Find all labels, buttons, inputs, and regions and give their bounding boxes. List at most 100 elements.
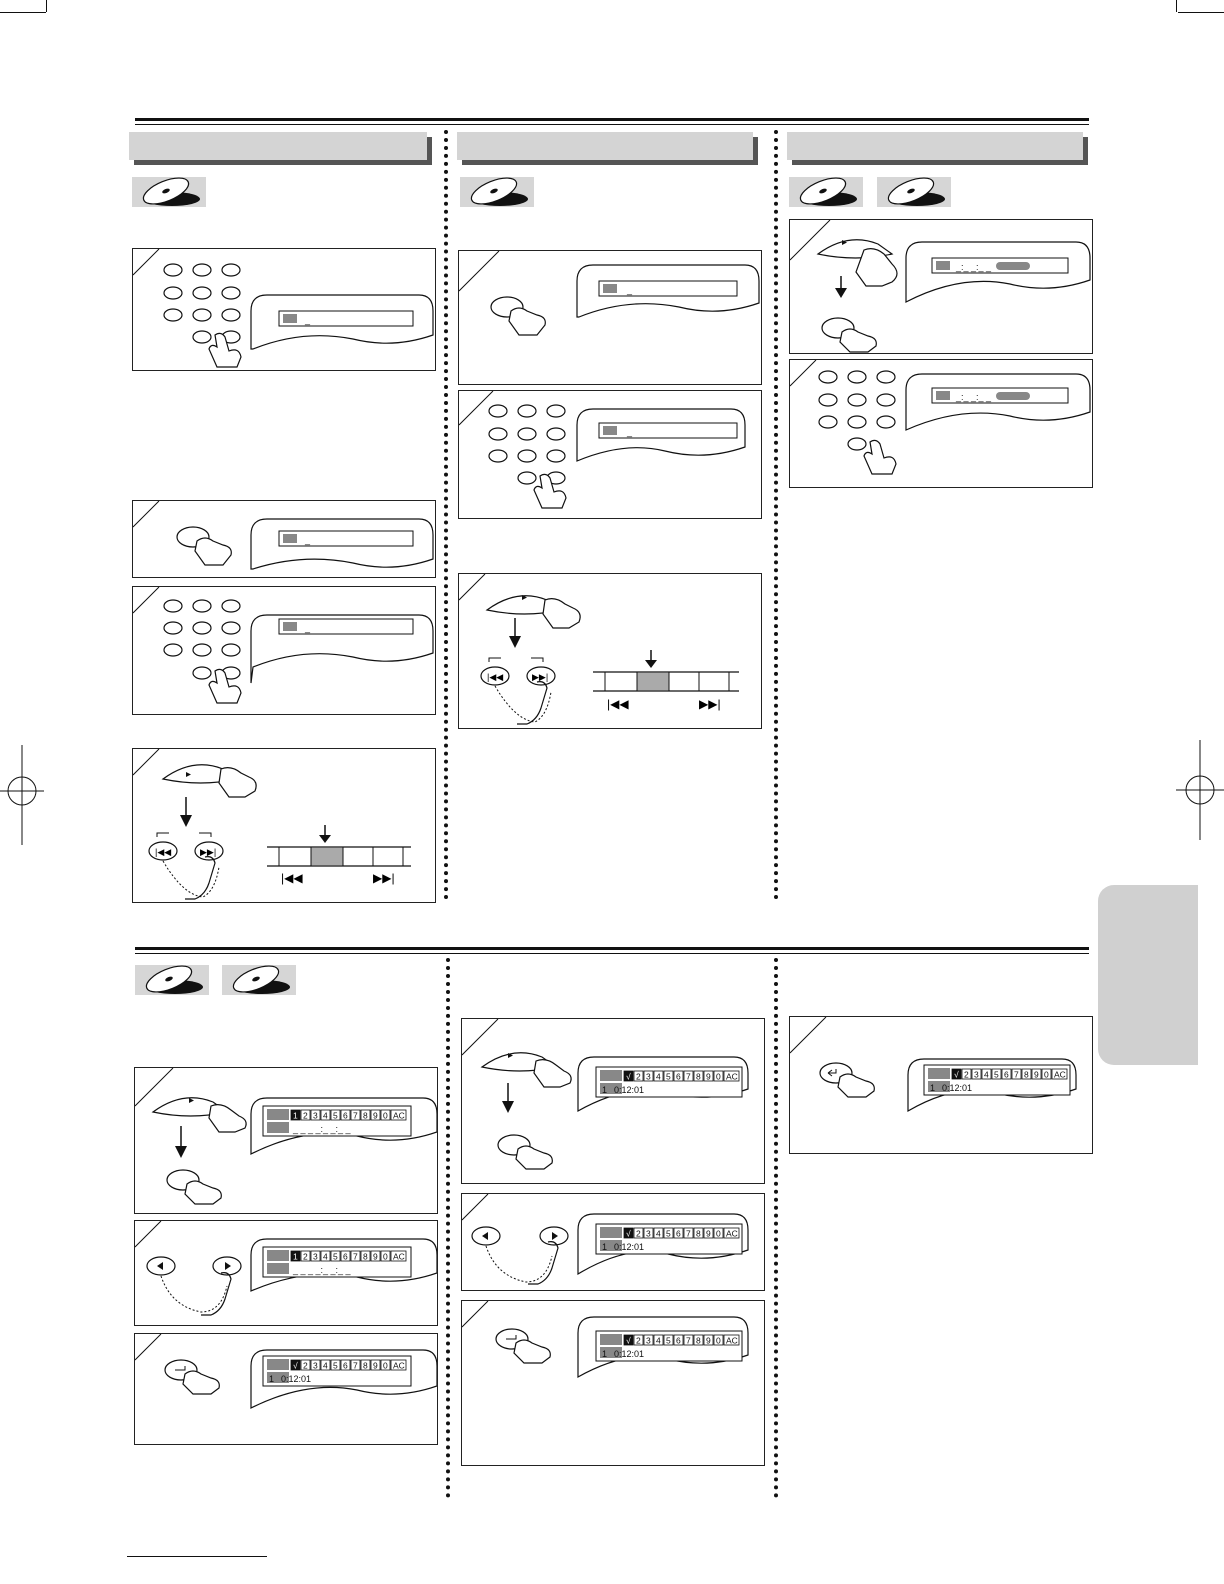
middle-rule (135, 947, 1089, 950)
ab-cell-box (350, 1359, 361, 1371)
svg-text:|◀◀: |◀◀ (281, 871, 303, 885)
ab-cell-box (643, 1227, 654, 1239)
ab-cell-box (623, 1070, 634, 1082)
disc-icon (222, 965, 296, 995)
disc-icon (460, 177, 534, 207)
side-tab (1098, 885, 1198, 1065)
ab-cell-label: 0 (383, 1111, 388, 1121)
crop-mark-tr-v (1176, 0, 1177, 12)
ab-cell-box (1051, 1068, 1068, 1080)
ab-cell-box (951, 1068, 962, 1080)
ab-cell-label: 3 (313, 1252, 318, 1262)
ab-cell-label: 5 (333, 1111, 338, 1121)
step-panel-play-button: _:_ _:_ _ (789, 219, 1093, 354)
ab-cell-box (663, 1334, 674, 1346)
ab-cell-box (673, 1070, 684, 1082)
svg-text:|◀◀: |◀◀ (607, 697, 629, 711)
ab-cell-label: 5 (333, 1252, 338, 1262)
ab-cell-box (320, 1250, 331, 1262)
osd-time-value: 0:12:01 (942, 1083, 972, 1093)
ab-cell-label: 8 (363, 1252, 368, 1262)
ab-cell-label: 3 (974, 1070, 979, 1080)
ab-cell-box (290, 1250, 301, 1262)
ab-cell-box (1041, 1068, 1052, 1080)
ab-cell-box (310, 1359, 321, 1371)
ab-cell-label: 7 (686, 1072, 691, 1082)
ab-cell-label: 4 (656, 1229, 661, 1239)
ab-cell-label: 6 (343, 1361, 348, 1371)
ab-cell-label: 4 (323, 1361, 328, 1371)
ab-cell-box (370, 1109, 381, 1121)
ab-cell-label: 2 (303, 1111, 308, 1121)
disc-icon (789, 177, 863, 207)
osd-time-value: 0:12:01 (614, 1242, 644, 1252)
ab-cell-box (370, 1250, 381, 1262)
svg-text:▶▶|: ▶▶| (699, 697, 721, 711)
ab-cell-label: 9 (706, 1336, 711, 1346)
disc-icon (877, 177, 951, 207)
ab-cell-label: 3 (313, 1111, 318, 1121)
ab-cell-label: 5 (666, 1229, 671, 1239)
ab-cell-label: 8 (1024, 1070, 1029, 1080)
ab-cell-box (673, 1334, 684, 1346)
ab-cell-label: 7 (353, 1361, 358, 1371)
ab-cell-box (1001, 1068, 1012, 1080)
ab-cell-box (643, 1334, 654, 1346)
crop-mark-tl-v (46, 0, 47, 12)
registration-mark-left (0, 745, 44, 845)
ab-cell-box (723, 1070, 740, 1082)
osd-input-dash: _ (626, 285, 633, 295)
ab-cell-box (330, 1250, 341, 1262)
ab-cell-box (713, 1070, 724, 1082)
osd-time-value: 0:12:01 (614, 1349, 644, 1359)
column-divider-top-1 (444, 130, 448, 900)
ab-cell-label: 0 (1044, 1070, 1049, 1080)
ab-cell-label: √ (626, 1229, 631, 1239)
crop-mark-tr-h (1178, 12, 1224, 13)
ab-cell-box (653, 1070, 664, 1082)
ab-cell-box (633, 1227, 644, 1239)
svg-text:▶▶|: ▶▶| (532, 672, 548, 682)
svg-text:|◀◀: |◀◀ (487, 672, 503, 682)
ab-cell-box (1021, 1068, 1032, 1080)
ab-cell-box (380, 1359, 391, 1371)
ab-cell-box (623, 1227, 634, 1239)
disc-icon (132, 177, 206, 207)
ab-cell-label: AC (726, 1229, 738, 1239)
ab-cell-label: 3 (646, 1229, 651, 1239)
ab-cell-label: 0 (383, 1361, 388, 1371)
step-panel-play-skip: |◀◀ ▶▶| |◀◀ ▶▶| (132, 748, 436, 903)
svg-text:▶▶|: ▶▶| (373, 871, 395, 885)
bottom-underline (127, 1556, 267, 1557)
ab-cell-box (713, 1334, 724, 1346)
ab-cell-label: √ (626, 1072, 631, 1082)
ab-cell-label: 7 (686, 1229, 691, 1239)
step-panel-keypad: _ (132, 586, 436, 715)
section-header-2 (457, 132, 753, 160)
ab-cell-label: 4 (656, 1072, 661, 1082)
ab-cell-box (340, 1359, 351, 1371)
ab-cell-box (300, 1109, 311, 1121)
ab-cell-label: 6 (676, 1336, 681, 1346)
ab-cell-label: 8 (363, 1361, 368, 1371)
ab-cell-box (300, 1359, 311, 1371)
osd-time-blank: _ _ _ _:_ _:_ _ (292, 1265, 352, 1275)
ab-cell-box (390, 1359, 407, 1371)
ab-cell-box (290, 1359, 301, 1371)
ab-cell-label: 2 (636, 1229, 641, 1239)
ab-cell-box (971, 1068, 982, 1080)
ab-cell-label: 6 (1004, 1070, 1009, 1080)
ab-cell-label: AC (726, 1336, 738, 1346)
ab-cell-box (633, 1070, 644, 1082)
ab-cell-label: 5 (994, 1070, 999, 1080)
ab-cell-box (360, 1109, 371, 1121)
ab-cell-label: 4 (656, 1336, 661, 1346)
ab-cell-box (350, 1250, 361, 1262)
osd-input-dash: _ (626, 427, 633, 437)
ab-cell-box (991, 1068, 1002, 1080)
